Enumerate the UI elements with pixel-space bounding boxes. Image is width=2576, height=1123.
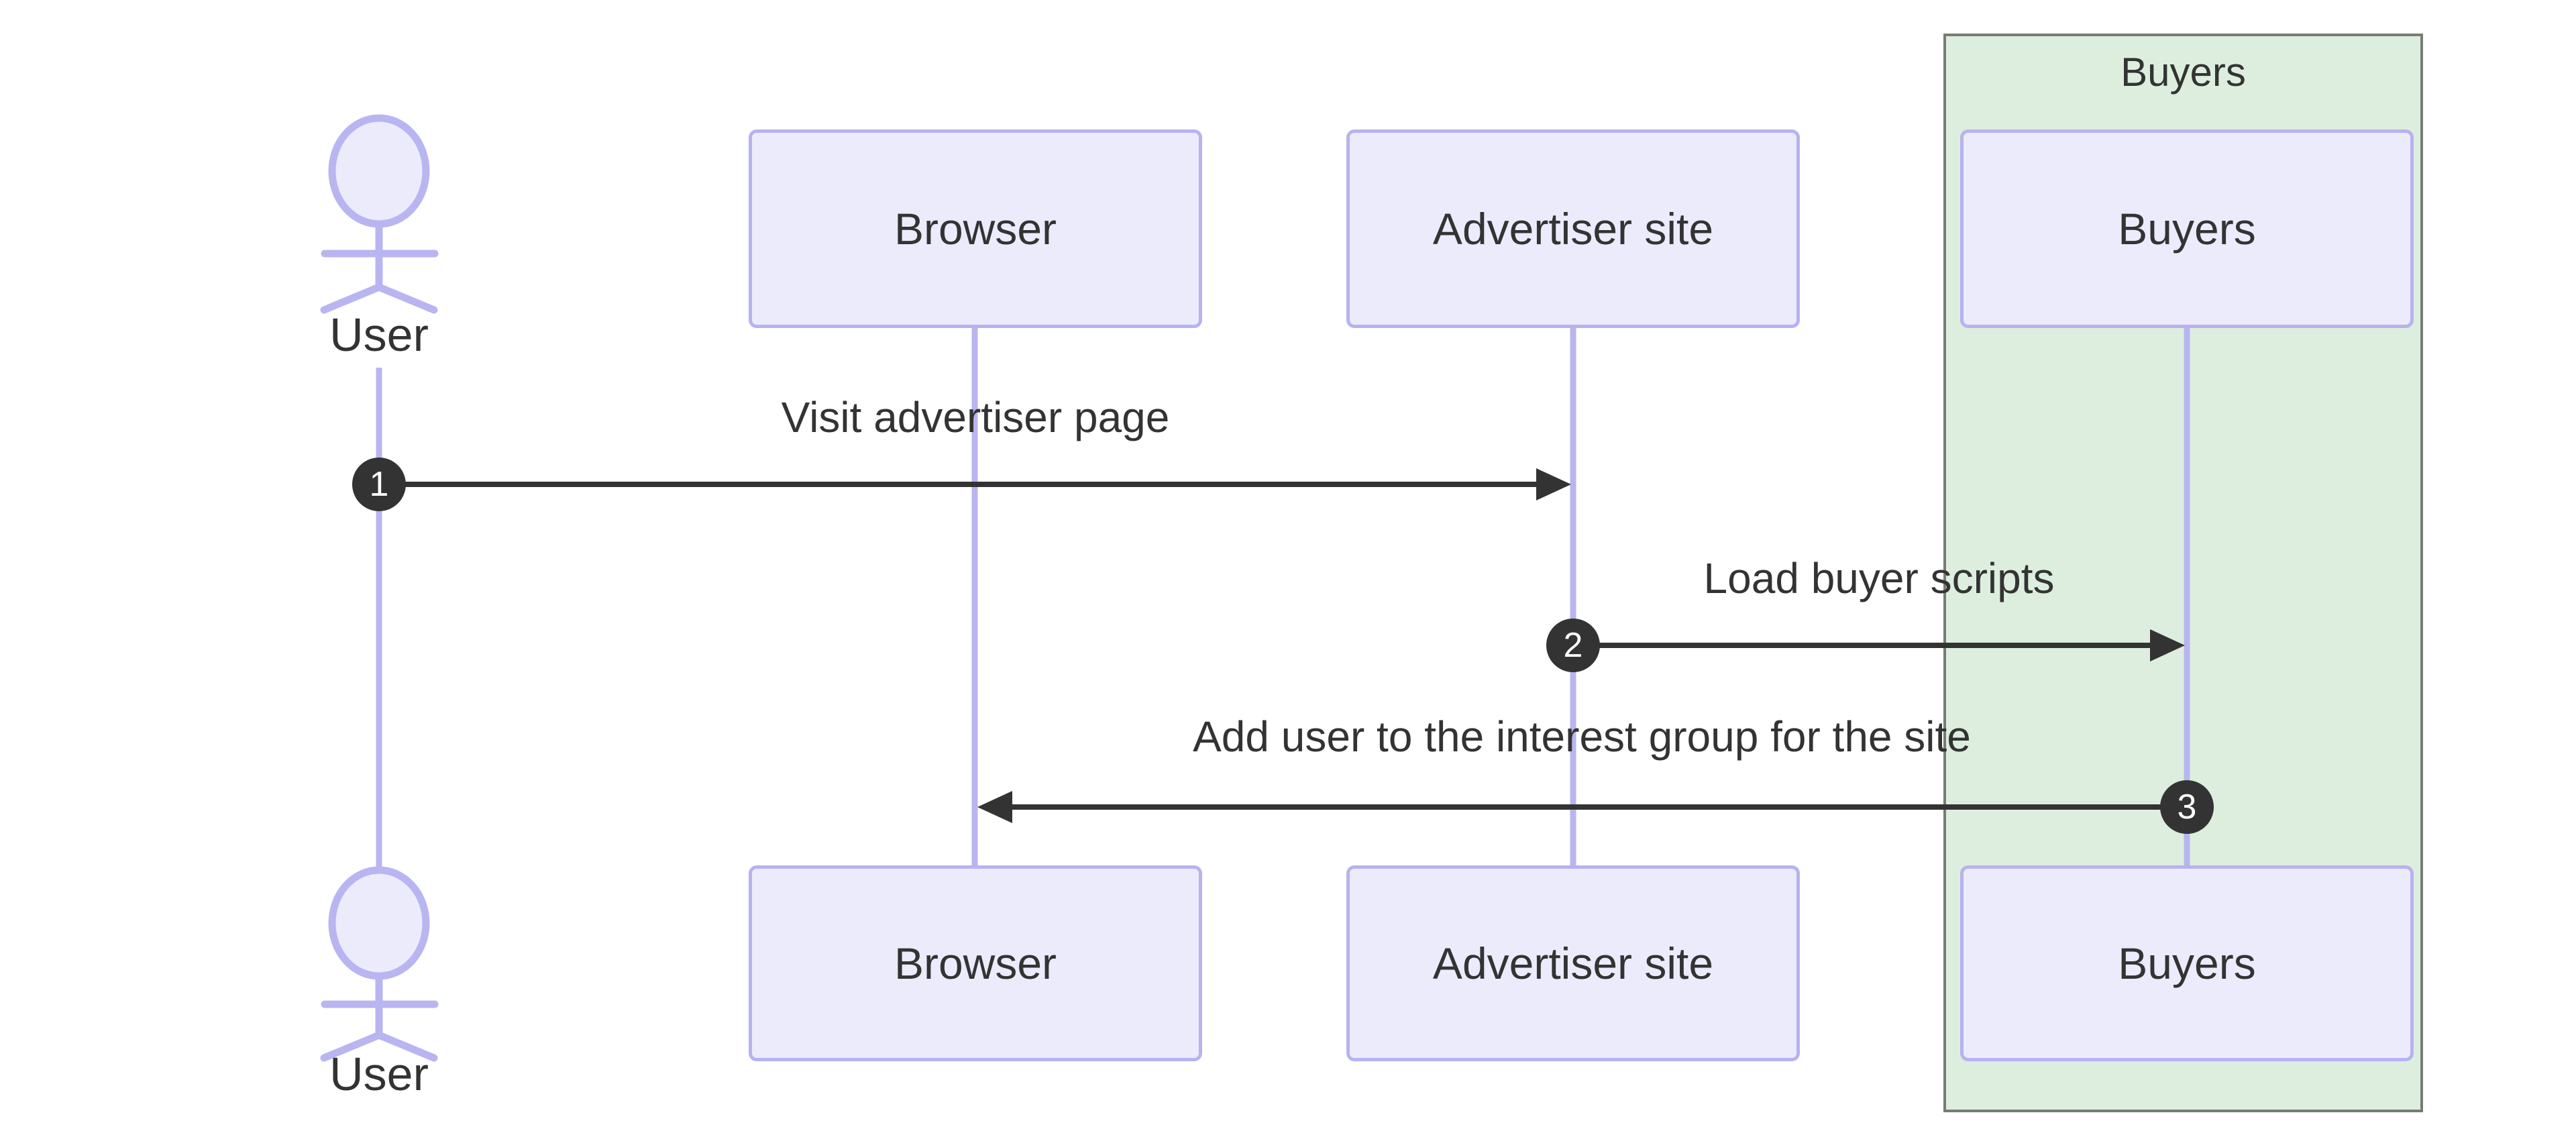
message-1-arrowhead [1536, 468, 1571, 500]
message-3-number-badge: 3 [2160, 780, 2214, 834]
user-actor-top-figure [320, 114, 439, 314]
participant-box-buyers-bottom: Buyers [1960, 865, 2414, 1061]
message-2-number-badge: 2 [1546, 619, 1600, 672]
user-actor-top-label: User [329, 309, 429, 361]
user-actor-top-left-leg [320, 283, 383, 314]
message-3-arrowhead [977, 791, 1012, 823]
user-actor-top-right-leg [375, 283, 438, 314]
user-actor-bottom-head [328, 866, 430, 980]
participant-box-advertiser-bottom: Advertiser site [1346, 865, 1800, 1061]
user-actor-bottom-left-leg [320, 1031, 383, 1062]
participant-box-browser-bottom: Browser [749, 865, 1202, 1061]
participant-box-buyers-top: Buyers [1960, 129, 2414, 328]
user-actor-bottom-label: User [329, 1048, 429, 1100]
participant-box-browser-top: Browser [749, 129, 1202, 328]
message-2-label: Load buyer scripts [1703, 554, 2055, 602]
user-actor-top-head [328, 114, 430, 228]
message-1-label: Visit advertiser page [781, 393, 1170, 441]
message-2-arrowhead [2150, 629, 2185, 661]
user-actor-bottom-figure [320, 866, 439, 1062]
message-1-number-badge: 1 [352, 458, 406, 511]
participant-box-advertiser-top: Advertiser site [1346, 129, 1800, 328]
user-actor-bottom-right-leg [375, 1031, 438, 1062]
message-3-label: Add user to the interest group for the s… [1193, 712, 1971, 761]
buyers-group-title: Buyers [2121, 50, 2246, 95]
